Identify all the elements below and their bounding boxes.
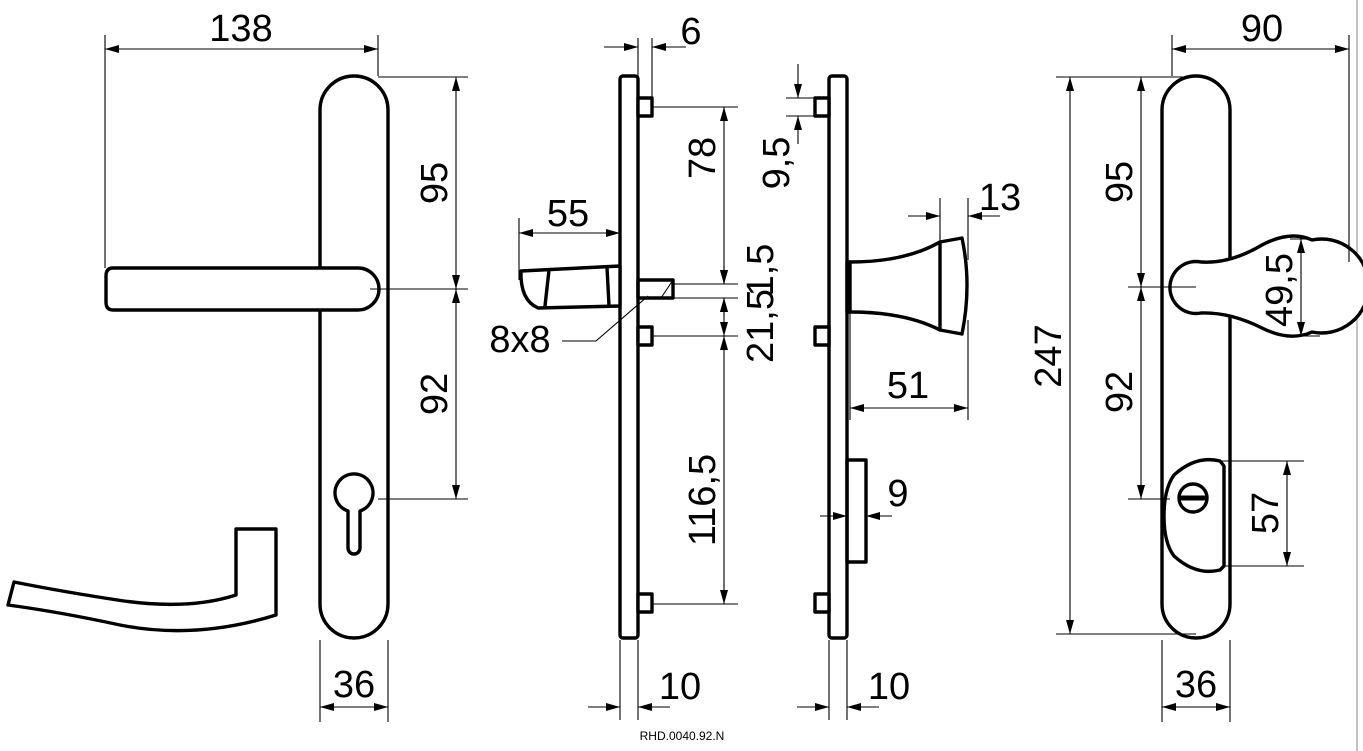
dim-label: 9,5 <box>756 137 798 190</box>
view-side-lever: 8x8 6 55 78 1,5 21,5 116,5 10 <box>489 11 782 720</box>
fixing-pin-bottom <box>813 592 831 614</box>
dim-label: 95 <box>414 162 456 204</box>
fixing-pin-top <box>636 96 654 118</box>
dim-label: 78 <box>682 137 724 179</box>
dim-label: 49,5 <box>1259 253 1301 327</box>
dim-label: 138 <box>209 8 272 50</box>
dim-label: 8x8 <box>489 319 550 361</box>
view-front-knob: 90 247 95 92 49,5 57 36 <box>1028 8 1363 722</box>
cylinder-cover-front <box>1162 457 1226 574</box>
dim-label: 36 <box>333 664 375 706</box>
plate-side-profile <box>827 74 849 640</box>
knob-profile <box>845 236 969 336</box>
lever-backplate <box>318 74 390 640</box>
view-front-lever: 138 95 92 36 <box>6 8 468 722</box>
lever-handle <box>104 266 381 312</box>
keyhole-cutout <box>333 472 375 556</box>
dim-label: 51 <box>887 365 929 407</box>
view-side-knob: 9,5 13 51 9 10 <box>756 64 1021 720</box>
dim-label: 55 <box>547 193 589 235</box>
lever-rose-profile <box>519 264 622 310</box>
dim-label: 6 <box>680 11 701 53</box>
dim-label: 95 <box>1099 161 1141 203</box>
cylinder-cover-side <box>845 458 868 564</box>
fixing-pin-bottom <box>636 592 654 614</box>
dim-label: 9 <box>887 473 908 515</box>
dim-label: 92 <box>1099 371 1141 413</box>
dim-label: 13 <box>979 177 1021 219</box>
fixing-pin-middle <box>636 325 654 347</box>
dim-label: 10 <box>659 666 701 708</box>
dim-label: 116,5 <box>682 454 724 546</box>
dim-label: 21,5 <box>740 289 782 363</box>
fixing-pin-middle <box>813 325 831 347</box>
lever-bent-profile <box>6 527 278 633</box>
dim-label: 92 <box>414 373 456 415</box>
fixing-pin-top <box>813 96 831 118</box>
dim-label: 247 <box>1028 324 1070 387</box>
dim-label: 90 <box>1241 8 1283 50</box>
spindle <box>636 278 675 300</box>
dim-label: 57 <box>1245 492 1287 534</box>
dim-label: 10 <box>868 666 910 708</box>
dim-label: 36 <box>1175 664 1217 706</box>
plate-side-profile <box>618 74 640 640</box>
dim-label: 1,5 <box>740 244 782 297</box>
drawing-code: RHD.0040.92.N <box>640 729 725 743</box>
thumbturn <box>1177 482 1209 514</box>
knob-backplate <box>1160 74 1232 640</box>
knob-front <box>1168 234 1363 338</box>
